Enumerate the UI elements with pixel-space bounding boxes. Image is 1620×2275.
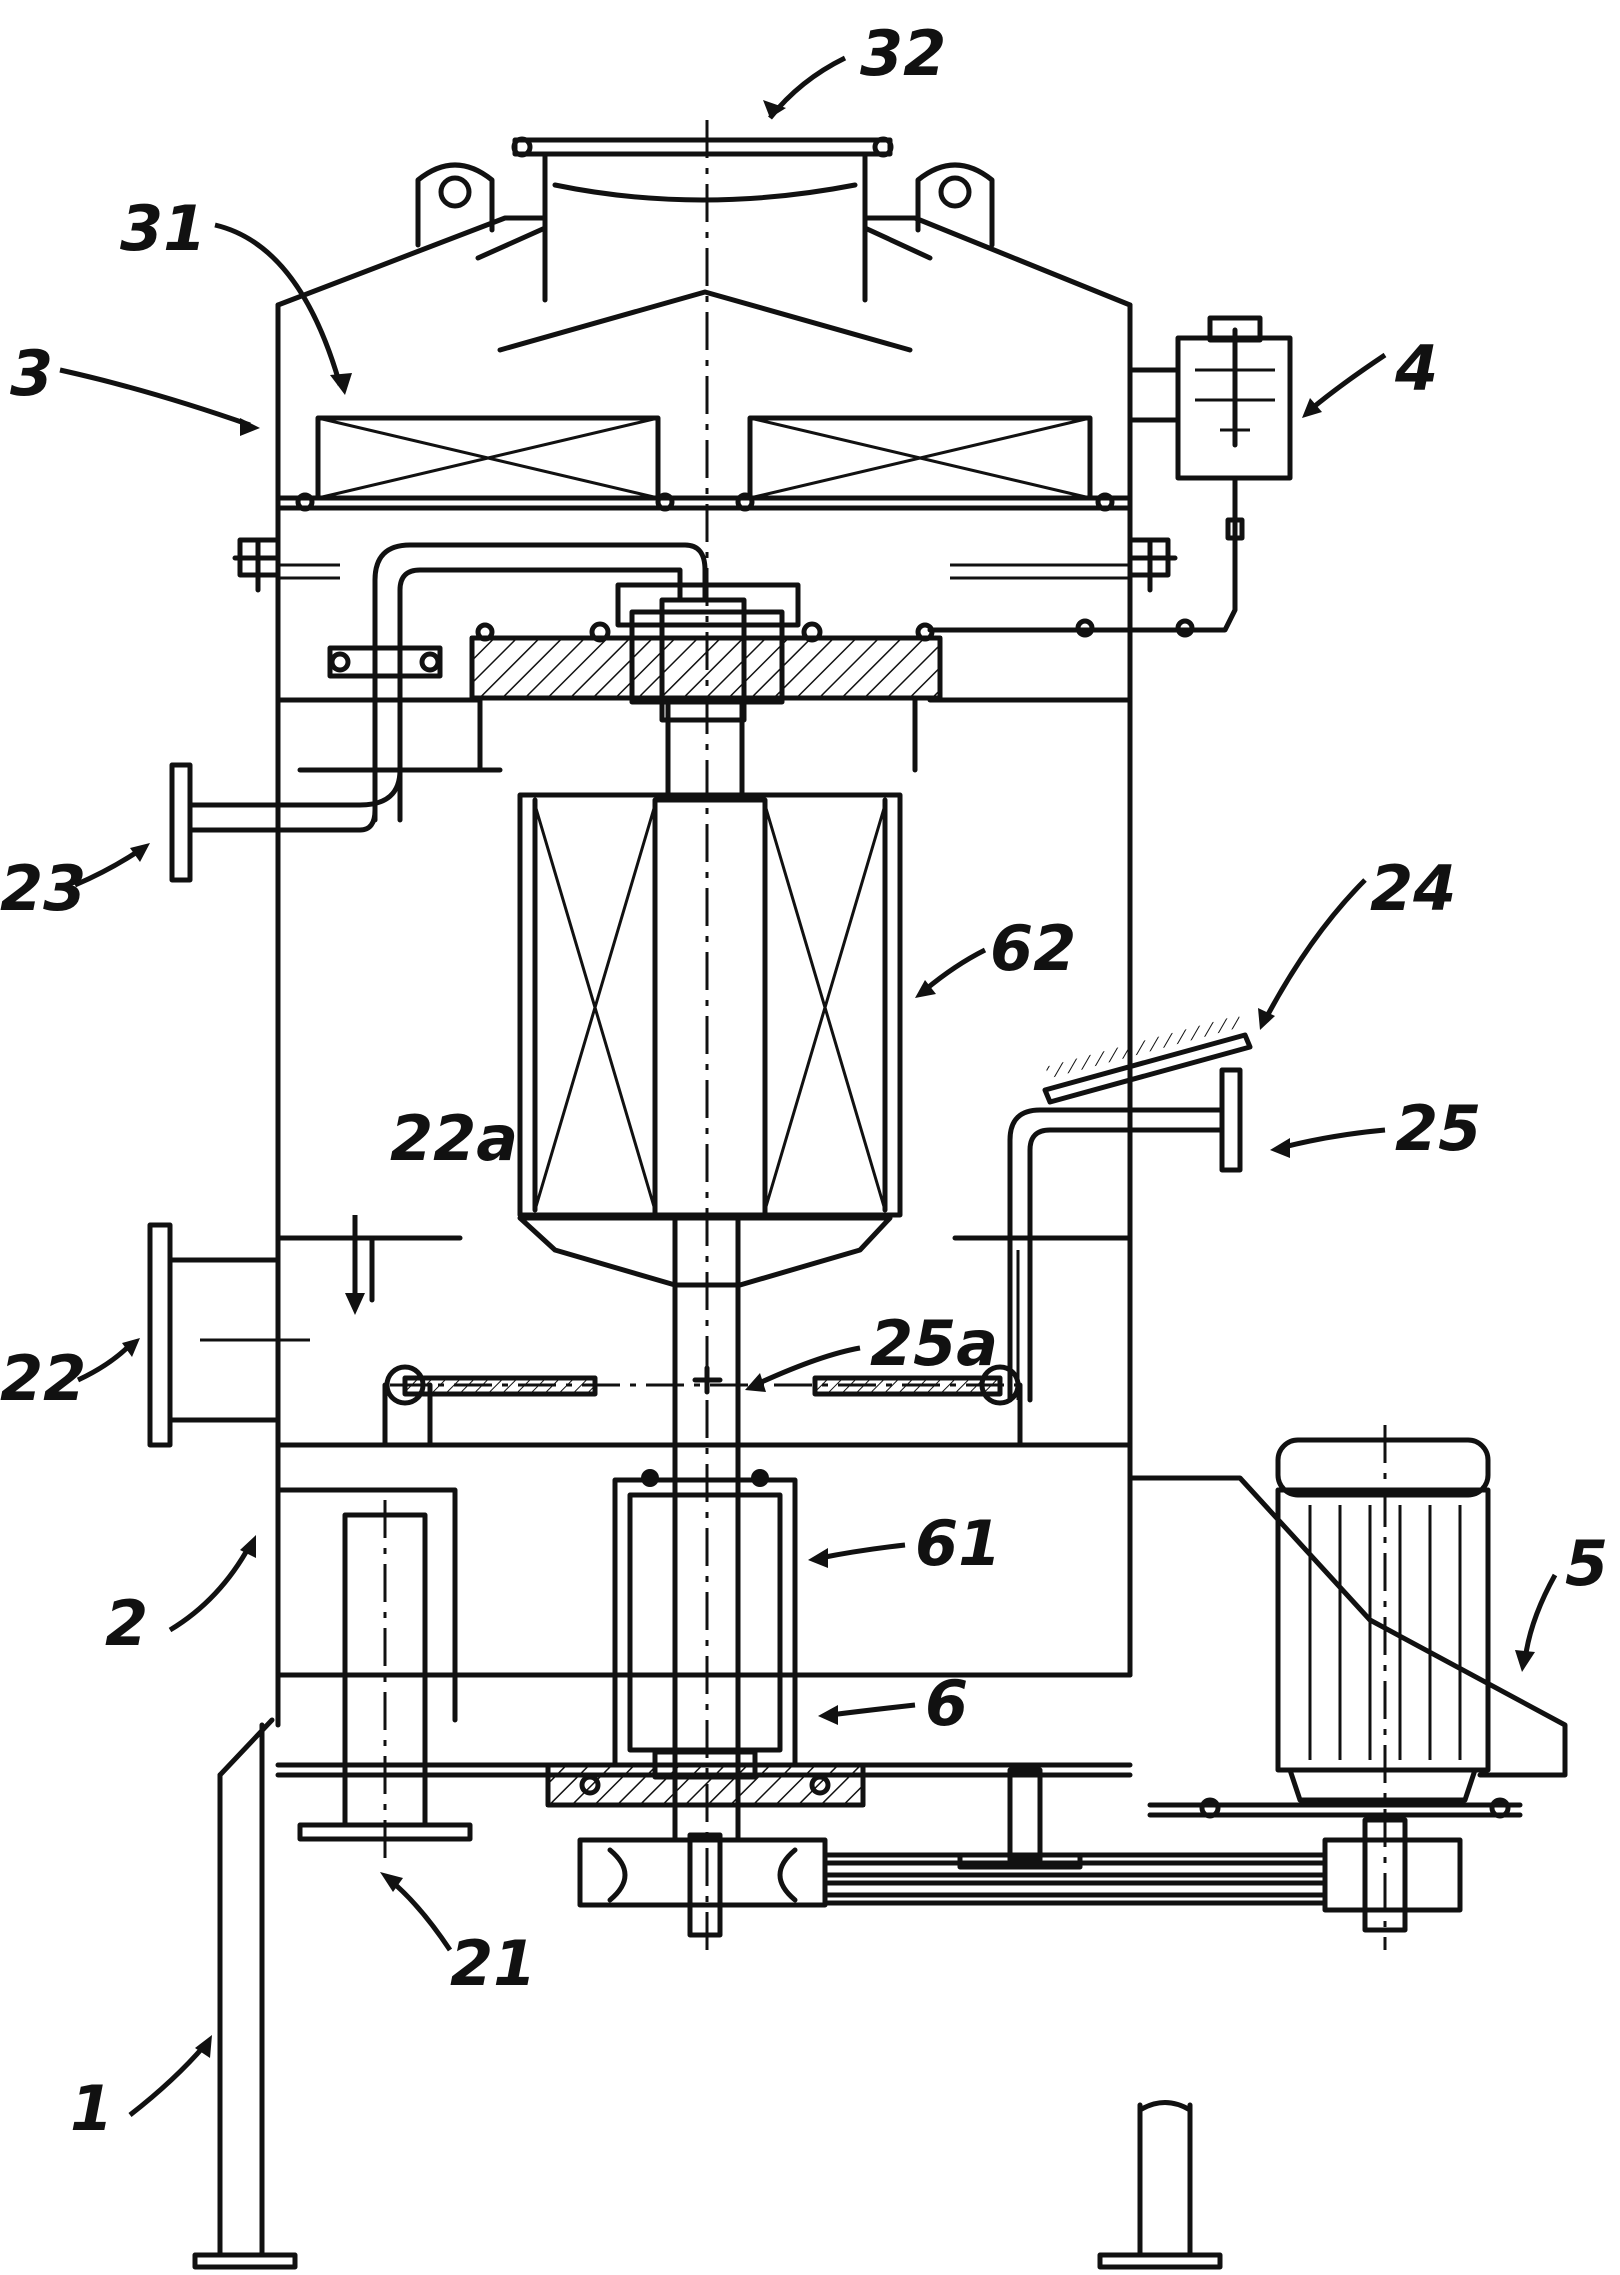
- label-1-text: 1: [70, 2072, 113, 2145]
- label-31: 31: [120, 192, 352, 395]
- upper-pipe-23: [169, 542, 708, 883]
- label-3-text: 3: [10, 337, 53, 410]
- label-2: 2: [105, 1535, 256, 1660]
- label-24-text: 24: [1370, 852, 1456, 925]
- rotor-drum-62: [517, 792, 903, 1288]
- pipe-25: [1007, 1067, 1243, 1403]
- filter-elements-31: [275, 415, 1133, 512]
- upper-partition: [275, 697, 1133, 773]
- label-21-text: 21: [450, 1927, 536, 2000]
- cover-bolts: [232, 537, 1178, 593]
- label-5-text: 5: [1565, 1527, 1608, 1600]
- label-22-text: 22: [0, 1342, 86, 1415]
- label-62-text: 62: [990, 912, 1076, 985]
- inlet-22: [147, 1222, 1133, 1448]
- top-hood: [275, 215, 1133, 308]
- label-61-text: 61: [915, 1507, 1001, 1580]
- inclined-pipe-24: [1042, 1015, 1253, 1105]
- label-23: 23: [0, 843, 150, 925]
- label-4: 4: [1302, 332, 1438, 418]
- label-25a-text: 25a: [870, 1307, 998, 1380]
- label-23-text: 23: [0, 852, 86, 925]
- label-6-text: 6: [925, 1667, 968, 1740]
- pulley-drive: [577, 1817, 1463, 1938]
- label-3: 3: [10, 337, 260, 436]
- motor-5: [1127, 1425, 1568, 1950]
- label-25: 25: [1270, 1092, 1481, 1165]
- support-legs-1: [192, 1717, 1223, 2270]
- label-25a: 25a: [745, 1307, 998, 1392]
- label-31-text: 31: [120, 192, 206, 265]
- outlet-21: [275, 1487, 473, 1860]
- spray-ring-25a: [382, 1364, 1030, 1448]
- label-1: 1: [70, 2035, 212, 2145]
- label-25-text: 25: [1395, 1092, 1481, 1165]
- label-61: 61: [808, 1507, 1001, 1580]
- label-2-text: 2: [105, 1587, 148, 1660]
- label-5: 5: [1515, 1527, 1608, 1672]
- outlet-flange-32: [497, 136, 913, 353]
- vessel-shell: [275, 302, 1133, 1728]
- level-gauge-4: [927, 315, 1293, 638]
- label-22a: 22a: [345, 1102, 518, 1315]
- label-32-text: 32: [860, 17, 946, 90]
- central-shaft: [665, 697, 745, 1843]
- label-4-text: 4: [1394, 332, 1438, 405]
- lifting-lugs: [415, 162, 995, 248]
- label-24: 24: [1258, 852, 1456, 1030]
- label-22a-text: 22a: [390, 1102, 518, 1175]
- label-21: 21: [380, 1872, 536, 2000]
- label-6: 6: [818, 1667, 968, 1740]
- label-32: 32: [763, 17, 946, 120]
- label-62: 62: [915, 912, 1076, 998]
- label-22: 22: [0, 1338, 140, 1415]
